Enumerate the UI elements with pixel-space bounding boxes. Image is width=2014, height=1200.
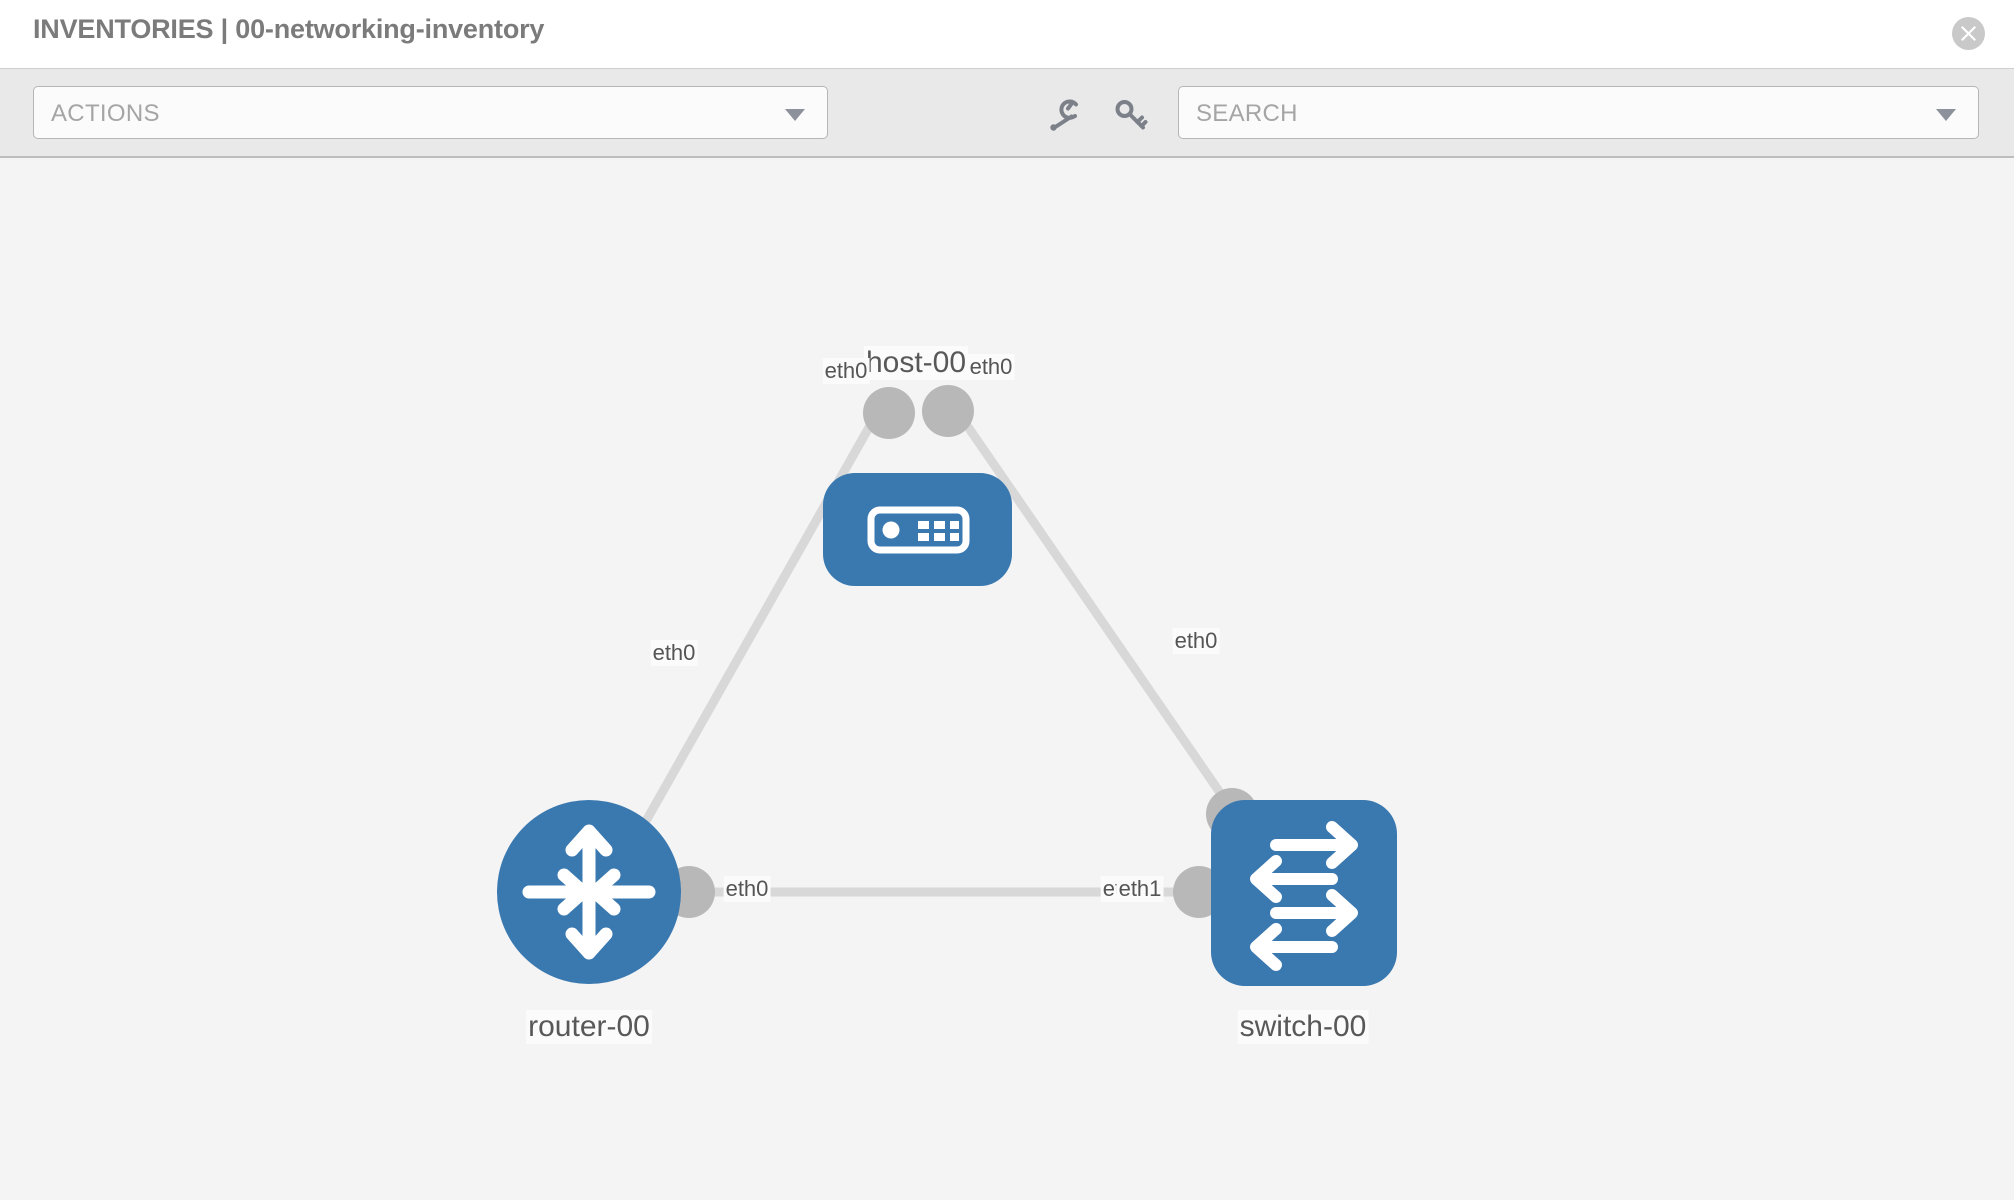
router-arrows-icon: [522, 824, 656, 960]
search-placeholder: SEARCH: [1196, 100, 1298, 127]
iface-label: eth1: [1116, 876, 1164, 902]
endpoint-marker: [922, 385, 974, 437]
server-icon: [867, 506, 970, 554]
actions-dropdown[interactable]: ACTIONS: [33, 86, 828, 139]
chevron-down-icon: [1936, 109, 1956, 121]
endpoint-marker: [863, 387, 915, 439]
topology-endpoints: [663, 385, 1258, 918]
iface-label: eth0: [1172, 628, 1220, 654]
node-label-host-00: host-00: [863, 346, 969, 380]
iface-label: eth0: [967, 354, 1015, 380]
node-label-router-00: router-00: [526, 1010, 652, 1044]
key-icon[interactable]: [1112, 97, 1148, 133]
topology-node-host-00[interactable]: [823, 473, 1012, 586]
link-host-switch: [951, 405, 1269, 861]
iface-label: eth0: [650, 640, 698, 666]
page-title: INVENTORIES | 00-networking-inventory: [33, 14, 545, 44]
actions-dropdown-label: ACTIONS: [51, 100, 160, 127]
title-bar: INVENTORIES | 00-networking-inventory: [0, 0, 2014, 68]
link-host-router: [621, 405, 884, 861]
topology-node-router-00[interactable]: [497, 800, 681, 984]
node-label-switch-00: switch-00: [1237, 1010, 1369, 1044]
close-icon[interactable]: [1952, 17, 1985, 50]
switch-arrows-icon: [1250, 821, 1358, 971]
iface-label: eth0: [822, 358, 870, 384]
iface-label: eth0: [723, 876, 771, 902]
chevron-down-icon: [785, 109, 805, 121]
topology-node-switch-00[interactable]: [1211, 800, 1397, 986]
wrench-icon[interactable]: [1046, 97, 1082, 133]
search-input[interactable]: SEARCH: [1178, 86, 1979, 139]
topology-graph: [497, 385, 1397, 986]
toolbar: ACTIONS SEARCH: [0, 68, 2014, 158]
topology-canvas[interactable]: host-00 router-00 switch-00 eth0 eth0 et…: [0, 158, 2014, 1200]
